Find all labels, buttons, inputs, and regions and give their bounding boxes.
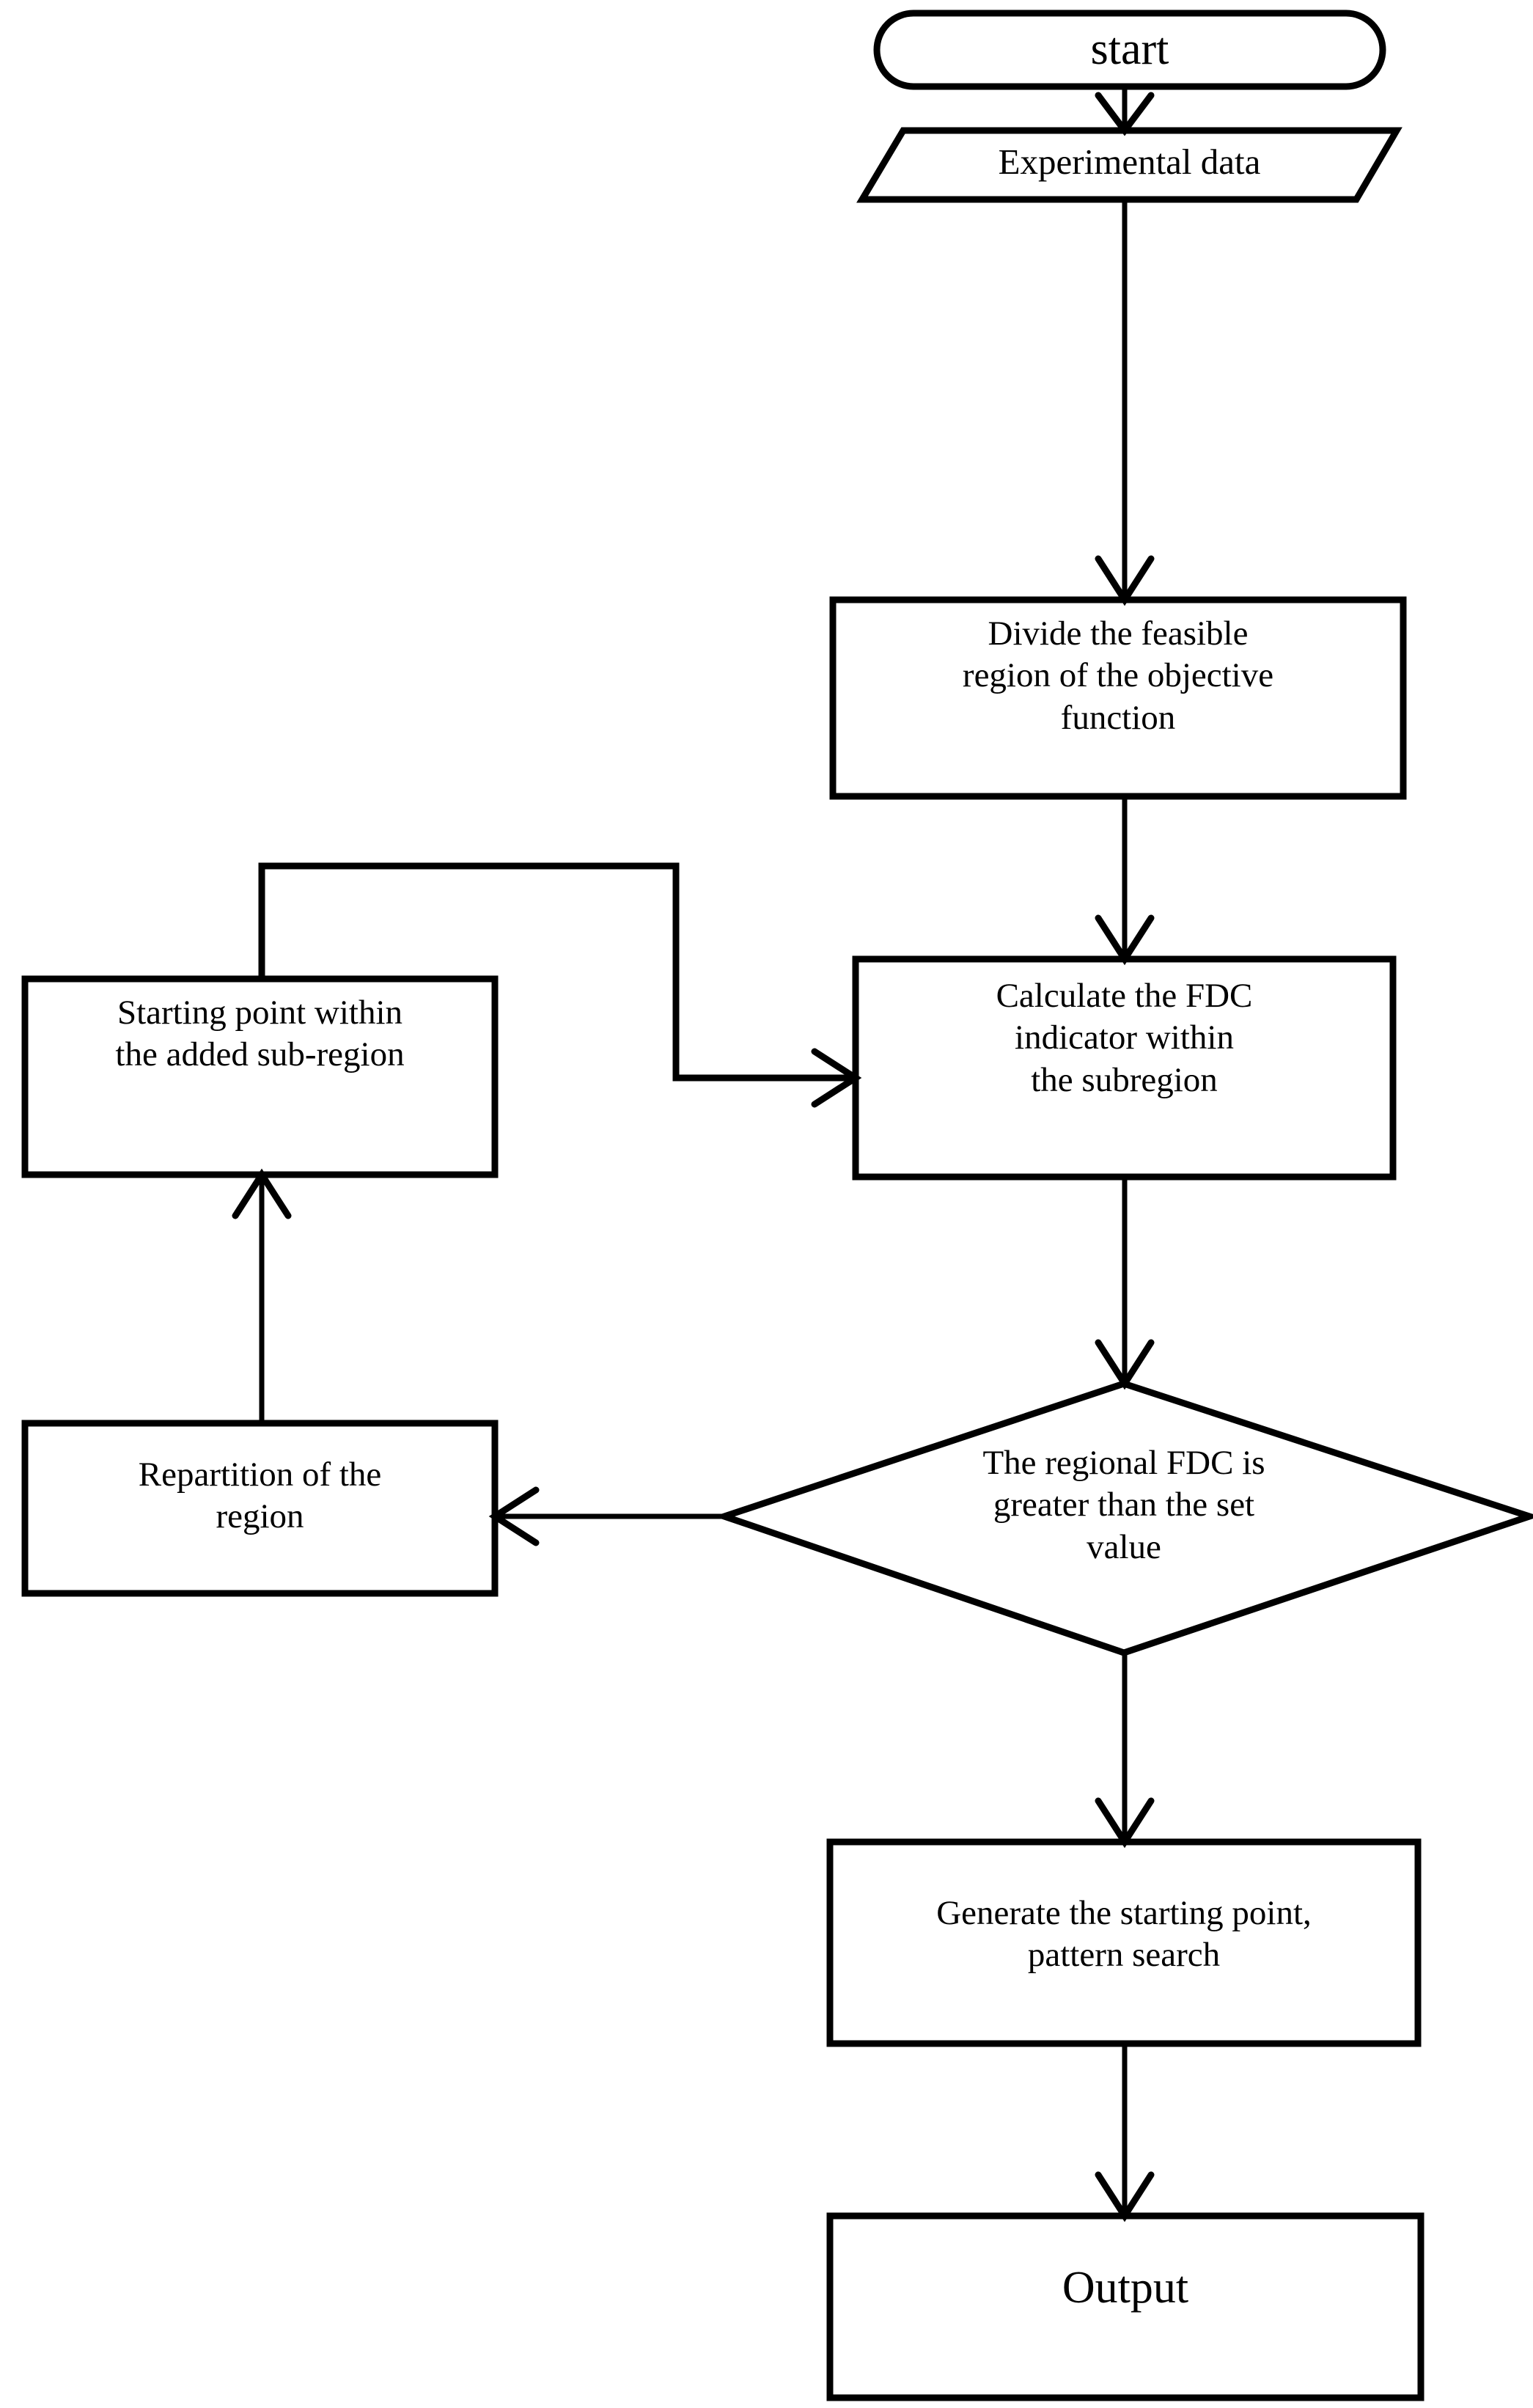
node-shape-starting-point-subregion[interactable] [21, 975, 499, 1178]
node-shape-fdc-decision[interactable] [713, 1380, 1533, 1656]
edge-start-to-experimental-data [1095, 87, 1155, 136]
edge-calculate-fdc-to-fdc-decision [1095, 1177, 1155, 1390]
node-shape-start[interactable] [873, 10, 1386, 90]
node-shape-repartition-region[interactable] [21, 1420, 499, 1597]
edge-starting-point-to-calculate-fdc [258, 862, 862, 1108]
edge-repartition-region-to-starting-point [232, 1168, 292, 1423]
node-shape-output[interactable] [826, 2212, 1424, 2401]
node-shape-experimental-data[interactable] [856, 127, 1403, 203]
edge-experimental-data-to-divide-region [1095, 199, 1155, 606]
node-shape-calculate-fdc[interactable] [852, 955, 1397, 1181]
edge-fdc-decision-to-repartition-region [488, 1486, 724, 1546]
edge-fdc-decision-to-generate-starting-point [1095, 1653, 1155, 1849]
node-shape-generate-starting-point[interactable] [826, 1838, 1422, 2047]
edge-generate-starting-point-to-output [1095, 2044, 1155, 2222]
edge-divide-region-to-calculate-fdc [1095, 796, 1155, 966]
node-shape-divide-region[interactable] [829, 596, 1407, 800]
